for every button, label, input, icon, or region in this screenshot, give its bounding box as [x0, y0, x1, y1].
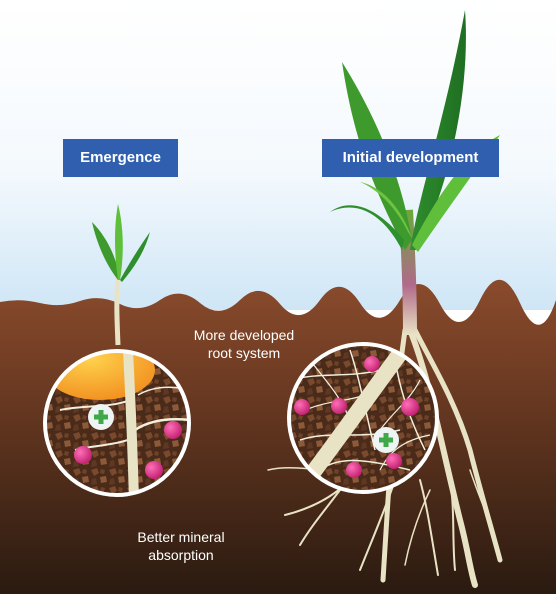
mineral-particle	[294, 399, 310, 415]
emergence-seedling	[92, 204, 150, 346]
root-system-caption-line1: More developed	[193, 327, 295, 343]
mineral-particle	[401, 398, 419, 416]
plus-icon	[373, 427, 399, 453]
mineral-particle	[164, 421, 182, 439]
mineral-absorption-caption: Better mineral absorption	[110, 528, 252, 564]
mineral-particle	[331, 398, 347, 414]
stage-label-emergence: Emergence	[63, 139, 178, 177]
mineral-particle	[364, 356, 380, 372]
developed-root-zoom	[287, 342, 439, 494]
mineral-particle	[145, 461, 163, 479]
root-system-caption-line2: root system	[207, 345, 281, 361]
plus-icon	[88, 404, 114, 430]
emergence-root-zoom	[43, 349, 191, 497]
root-system-caption: More developed root system	[160, 326, 328, 362]
mineral-particle	[386, 453, 402, 469]
mineral-caption-line1: Better mineral	[137, 529, 225, 545]
mineral-caption-line2: absorption	[148, 547, 214, 563]
stage-label-initial-development: Initial development	[322, 139, 499, 177]
mineral-particle	[74, 446, 92, 464]
mineral-particle	[346, 462, 362, 478]
